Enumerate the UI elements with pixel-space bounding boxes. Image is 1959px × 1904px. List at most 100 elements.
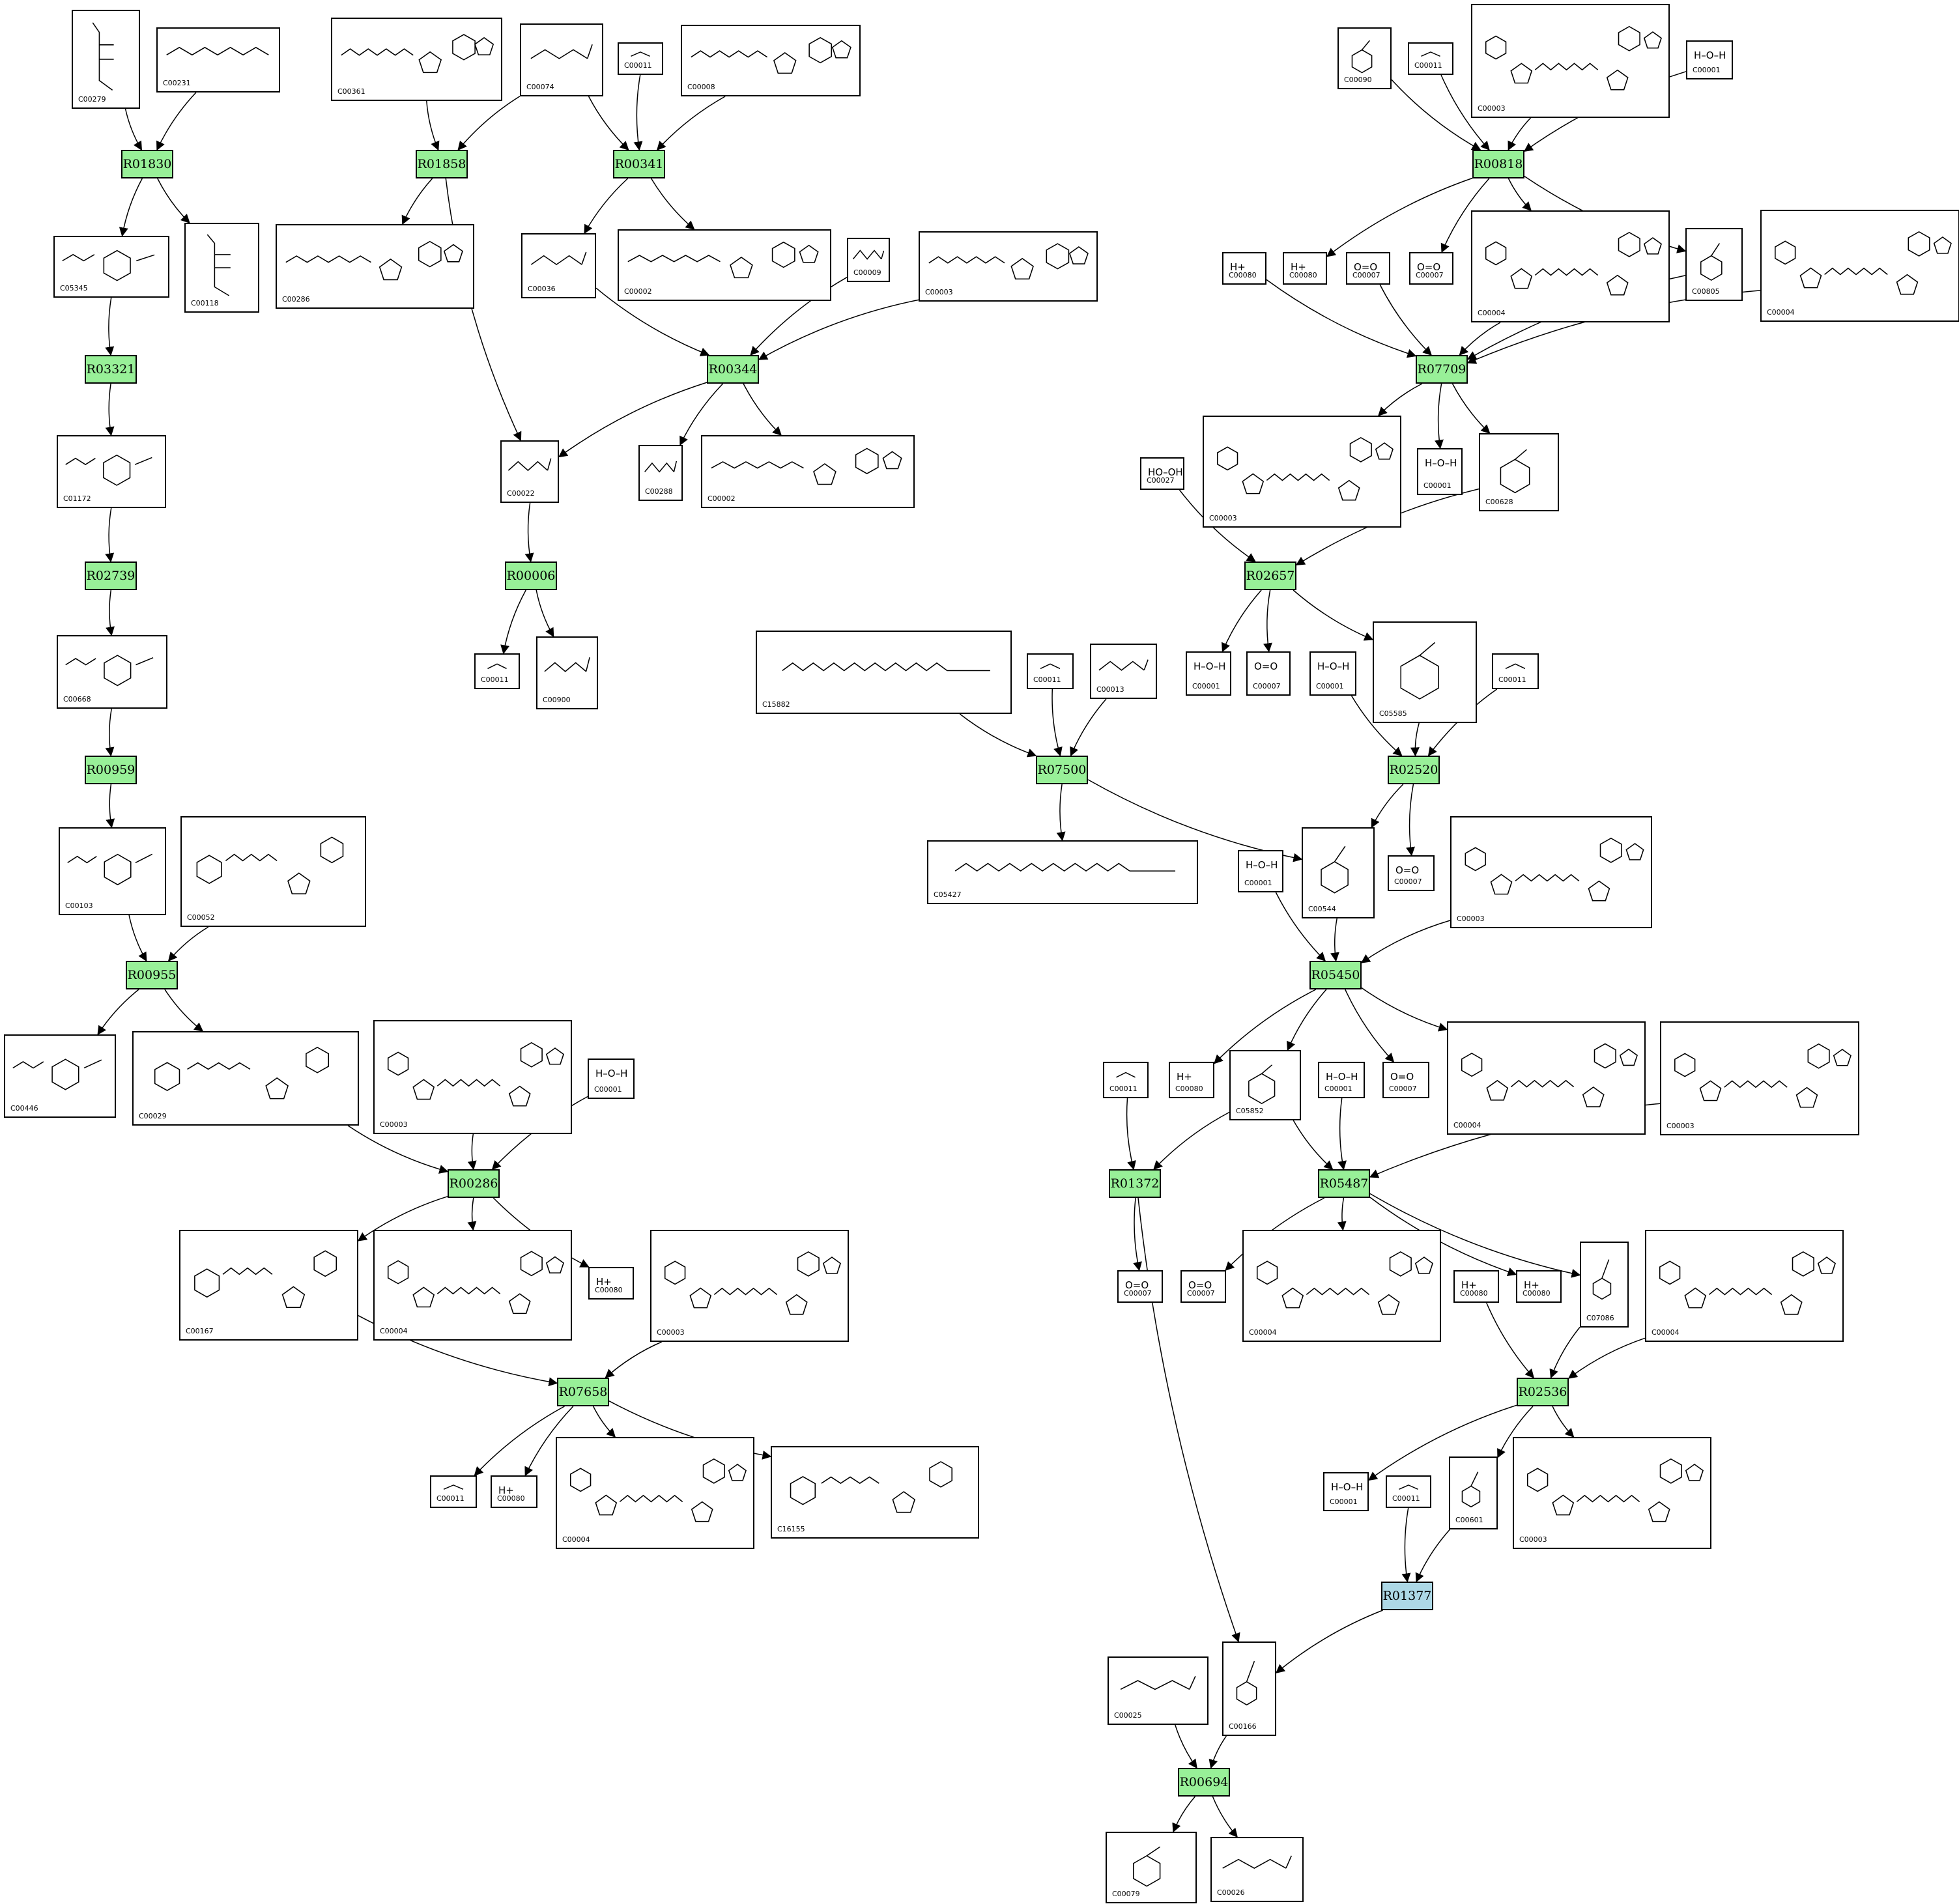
compound-node[interactable]: C00004 (1760, 210, 1959, 322)
reaction-node[interactable]: R07658 (557, 1378, 609, 1406)
compound-node[interactable]: C00118 (184, 223, 259, 313)
compound-node[interactable]: C00011 (1027, 653, 1074, 689)
compound-node[interactable]: C00231 (156, 27, 280, 92)
compound-node[interactable]: C00900 (536, 636, 598, 709)
reaction-node[interactable]: R00006 (505, 561, 557, 590)
compound-node[interactable]: H+C00080 (1169, 1062, 1214, 1098)
reaction-node[interactable]: R00818 (1472, 150, 1524, 178)
compound-node[interactable]: C00008 (681, 25, 861, 96)
compound-node[interactable]: C00004 (1447, 1021, 1646, 1135)
compound-node[interactable]: C00011 (1408, 42, 1453, 75)
compound-node[interactable]: H+C00080 (1516, 1270, 1562, 1303)
compound-node[interactable]: C01172 (57, 435, 166, 508)
compound-node[interactable]: H+C00080 (1453, 1270, 1499, 1303)
compound-node[interactable]: C05585 (1373, 621, 1477, 723)
compound-node[interactable]: C00026 (1210, 1837, 1304, 1902)
compound-node[interactable]: C00003 (1660, 1021, 1859, 1135)
compound-node[interactable]: C00022 (500, 440, 559, 503)
compound-node[interactable]: C16155 (771, 1446, 979, 1539)
compound-node[interactable]: C00079 (1106, 1832, 1197, 1903)
compound-node[interactable]: C00002 (618, 229, 831, 301)
compound-node[interactable]: C00003 (373, 1020, 572, 1134)
reaction-node[interactable]: R01372 (1109, 1169, 1161, 1198)
compound-node[interactable]: H+C00080 (1222, 252, 1266, 285)
compound-node[interactable]: C00361 (331, 18, 502, 101)
compound-node[interactable]: C00003 (650, 1230, 849, 1342)
compound-node[interactable]: C15882 (756, 631, 1012, 714)
reaction-node[interactable]: R01377 (1381, 1582, 1433, 1610)
compound-node[interactable]: C00003 (1450, 816, 1652, 928)
compound-node[interactable]: C00279 (72, 10, 140, 109)
compound-node[interactable]: H+C00080 (588, 1267, 634, 1300)
compound-node[interactable]: C00004 (556, 1437, 754, 1549)
compound-node[interactable]: C05345 (53, 236, 169, 298)
compound-node[interactable]: C00004 (1645, 1230, 1844, 1342)
compound-node[interactable]: C00004 (1242, 1230, 1441, 1342)
reaction-node[interactable]: R01830 (121, 150, 173, 178)
reaction-node[interactable]: R02520 (1388, 756, 1440, 784)
compound-node[interactable]: C00446 (4, 1034, 116, 1118)
compound-node[interactable]: H+C00080 (491, 1475, 537, 1508)
reaction-node[interactable]: R03321 (85, 355, 137, 384)
compound-node[interactable]: C00090 (1337, 27, 1392, 89)
reaction-node[interactable]: R07500 (1036, 756, 1088, 784)
compound-node[interactable]: C00011 (1492, 653, 1539, 689)
reaction-node[interactable]: R01858 (416, 150, 468, 178)
compound-node[interactable]: C00011 (1386, 1475, 1431, 1508)
compound-node[interactable]: C00052 (180, 816, 366, 927)
compound-node[interactable]: C00029 (132, 1031, 359, 1126)
compound-node[interactable]: C00628 (1479, 433, 1559, 511)
reaction-node[interactable]: R02536 (1517, 1378, 1569, 1406)
compound-node[interactable]: C00544 (1302, 827, 1375, 918)
compound-node[interactable]: C00003 (1513, 1437, 1711, 1549)
compound-node[interactable]: C00004 (373, 1230, 572, 1341)
compound-node[interactable]: C00167 (179, 1230, 358, 1341)
compound-node[interactable]: C00003 (919, 231, 1098, 302)
compound-node[interactable]: H+C00080 (1283, 252, 1327, 285)
compound-node[interactable]: C07086 (1580, 1242, 1629, 1328)
reaction-node[interactable]: R00955 (126, 961, 178, 989)
compound-node[interactable]: C00011 (618, 42, 663, 75)
compound-node[interactable]: C00002 (701, 435, 915, 508)
compound-node[interactable]: C05427 (927, 840, 1198, 904)
compound-node[interactable]: C00009 (847, 238, 890, 282)
compound-node[interactable]: C00166 (1222, 1641, 1276, 1736)
reaction-node[interactable]: R05487 (1318, 1169, 1370, 1198)
compound-node[interactable]: C00004 (1471, 210, 1670, 322)
compound-node[interactable]: C00036 (521, 233, 596, 298)
compound-node[interactable]: C00011 (430, 1475, 477, 1508)
compound-node[interactable]: C00003 (1471, 4, 1670, 118)
compound-node[interactable]: C00805 (1685, 228, 1743, 301)
compound-node[interactable]: C00011 (1103, 1062, 1149, 1098)
reaction-node[interactable]: R00341 (613, 150, 665, 178)
reaction-node[interactable]: R02739 (85, 561, 137, 590)
compound-node[interactable]: C00286 (276, 224, 474, 309)
compound-node[interactable]: C00668 (57, 635, 167, 709)
reaction-node[interactable]: R00694 (1178, 1768, 1230, 1797)
reaction-node[interactable]: R00286 (448, 1169, 500, 1198)
reaction-node[interactable]: R00344 (707, 355, 759, 384)
compound-node[interactable]: C00003 (1203, 416, 1401, 528)
compound-node[interactable]: C00103 (59, 827, 166, 915)
compound-node[interactable]: C00288 (638, 445, 683, 501)
compound-node[interactable]: C00601 (1449, 1456, 1498, 1529)
reaction-node[interactable]: R07709 (1416, 355, 1468, 384)
compound-node[interactable]: C00074 (520, 23, 603, 96)
compound-node[interactable]: C00025 (1108, 1656, 1208, 1725)
reaction-node[interactable]: R05450 (1309, 961, 1362, 989)
